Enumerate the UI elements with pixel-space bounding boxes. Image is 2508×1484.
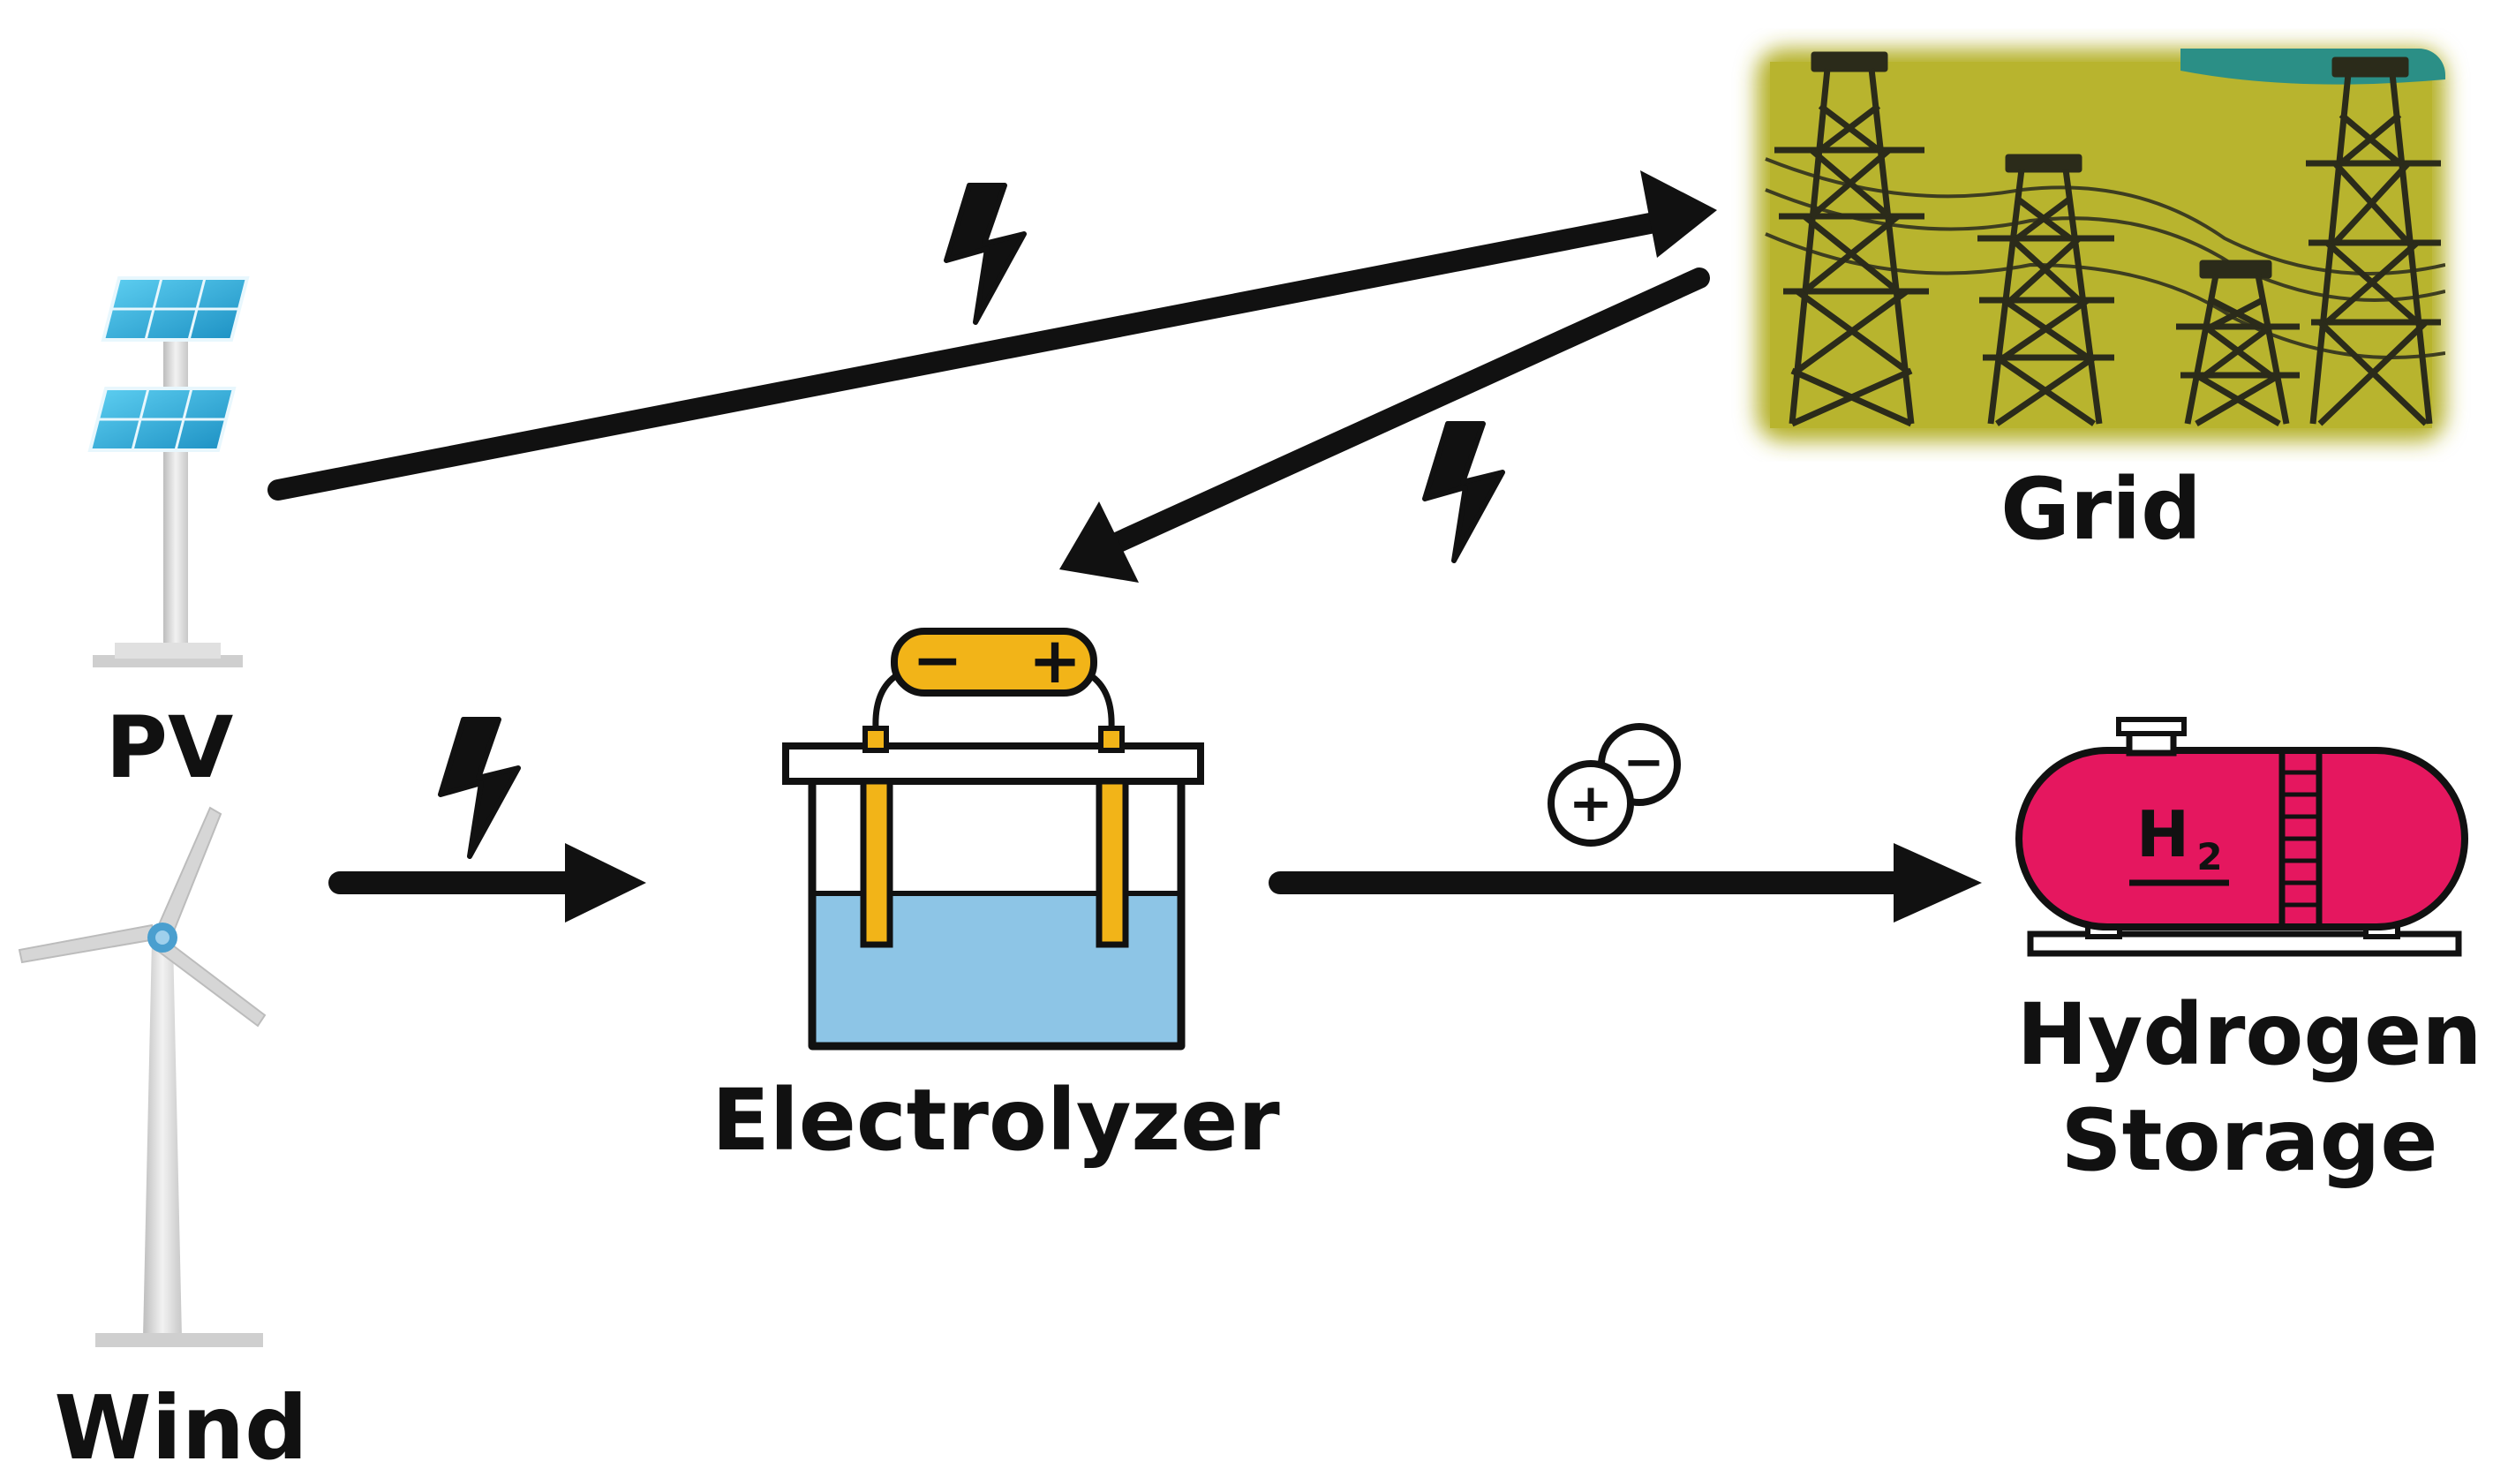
ion-minus-sign: − xyxy=(1623,734,1665,791)
arrow-electrolyzer-to-storage xyxy=(1269,843,1982,923)
battery-plus-sign: + xyxy=(1028,623,1081,697)
power-tower-icon xyxy=(1774,51,1929,427)
wind-turbine-icon xyxy=(18,806,267,1347)
power-tower-icon xyxy=(2176,260,2300,427)
arrow-grid-to-electrolyzer xyxy=(1059,267,1710,583)
power-tower-icon xyxy=(1977,154,2114,426)
battery-minus-sign: − xyxy=(913,626,963,696)
lightning-bolt-icon xyxy=(1422,421,1505,563)
wind-label: Wind xyxy=(54,1376,307,1480)
electrolyzer-cell-icon xyxy=(782,667,1204,1051)
power-tower-icon xyxy=(2306,56,2441,426)
storage-label-line1: Hydrogen xyxy=(2016,985,2482,1084)
electrolyzer-label: Electrolyzer xyxy=(712,1071,1280,1170)
pv-label: PV xyxy=(106,698,234,797)
battery-icon: − + xyxy=(891,623,1097,697)
storage-label-line2: Storage xyxy=(2061,1091,2438,1190)
hydrogen-tank-icon: H 2 xyxy=(2015,717,2468,957)
ion-plus-sign: + xyxy=(1569,772,1613,834)
tank-h-symbol: H xyxy=(2136,797,2189,871)
grid-label: Grid xyxy=(2000,460,2202,559)
lightning-bolt-icon xyxy=(944,183,1027,325)
arrow-renewables-to-electrolyzer xyxy=(328,843,646,923)
grid-picture xyxy=(1757,49,2445,441)
solar-panel-icon xyxy=(87,276,250,667)
arrow-pv-to-grid xyxy=(267,170,1717,501)
lightning-bolt-icon xyxy=(438,717,521,859)
ion-pair-icon: − + xyxy=(1548,723,1681,847)
tank-subscript: 2 xyxy=(2196,835,2222,878)
